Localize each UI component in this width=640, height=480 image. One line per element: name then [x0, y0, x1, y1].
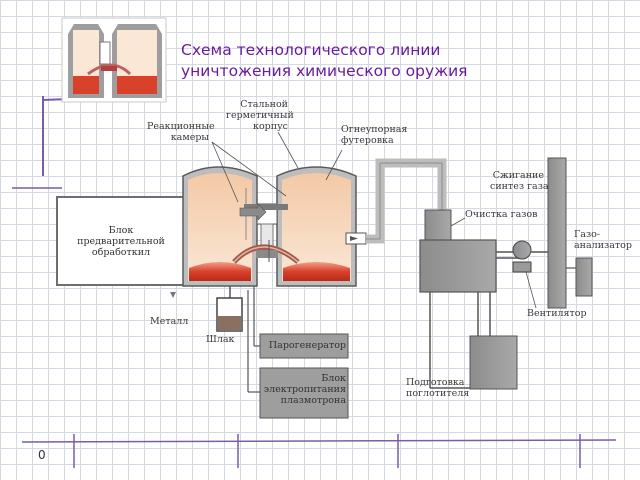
metal-label: Металл: [150, 316, 189, 327]
combustion-label: Сжигание синтез газа: [490, 170, 549, 192]
reaction-chambers-label: Реакционные камеры: [147, 121, 215, 143]
gas-cleaning-label: Очистка газов: [465, 209, 538, 220]
gas-analyzer-label: Газо- анализатор: [574, 229, 632, 251]
right-chamber: [282, 173, 351, 281]
gas-cleaning-top: [424, 209, 452, 242]
plasmatron-power-box: [259, 367, 349, 419]
title-line-2: уничтожения химического оружия: [181, 62, 468, 80]
metal-outlet-icon: [170, 292, 176, 298]
slag-label: Шлак: [206, 334, 235, 345]
feed-arrow: [239, 203, 267, 221]
absorber-prep-label: Подготовка поглотителя: [406, 377, 470, 399]
steam-generator-label: Парогенератор: [268, 340, 346, 351]
furnace: [182, 166, 357, 287]
pretreatment-block: [56, 196, 186, 286]
pretreatment-label: Блок предварительной обработкил: [77, 225, 165, 258]
right-melt: [283, 262, 350, 281]
decor-line-bottom: [21, 439, 617, 443]
fan-label: Вентилятор: [527, 308, 587, 319]
left-melt: [189, 262, 251, 281]
refractory-label: Огнеупорная футеровка: [341, 124, 408, 146]
outlet-arrow-icon: [350, 236, 358, 241]
title-line-1: Схема технологического линии: [181, 41, 441, 59]
gas-cleaning-unit: [419, 239, 497, 293]
fan: [512, 240, 532, 260]
slide-number: 0: [38, 448, 46, 462]
steel-body-label: Стальной герметичный корпус: [226, 99, 294, 132]
diagram-title: Схема технологического линии уничтожения…: [181, 40, 468, 82]
steam-generator-box: [259, 333, 349, 359]
thumbnail-furnace: [61, 17, 167, 103]
gas-analyzer: [575, 257, 593, 297]
combustion-stack: [547, 157, 567, 309]
plasmatron-power-label: Блок электропитания плазмотрона: [263, 373, 346, 406]
left-chamber: [188, 173, 252, 281]
absorber-prep-unit: [469, 335, 518, 390]
